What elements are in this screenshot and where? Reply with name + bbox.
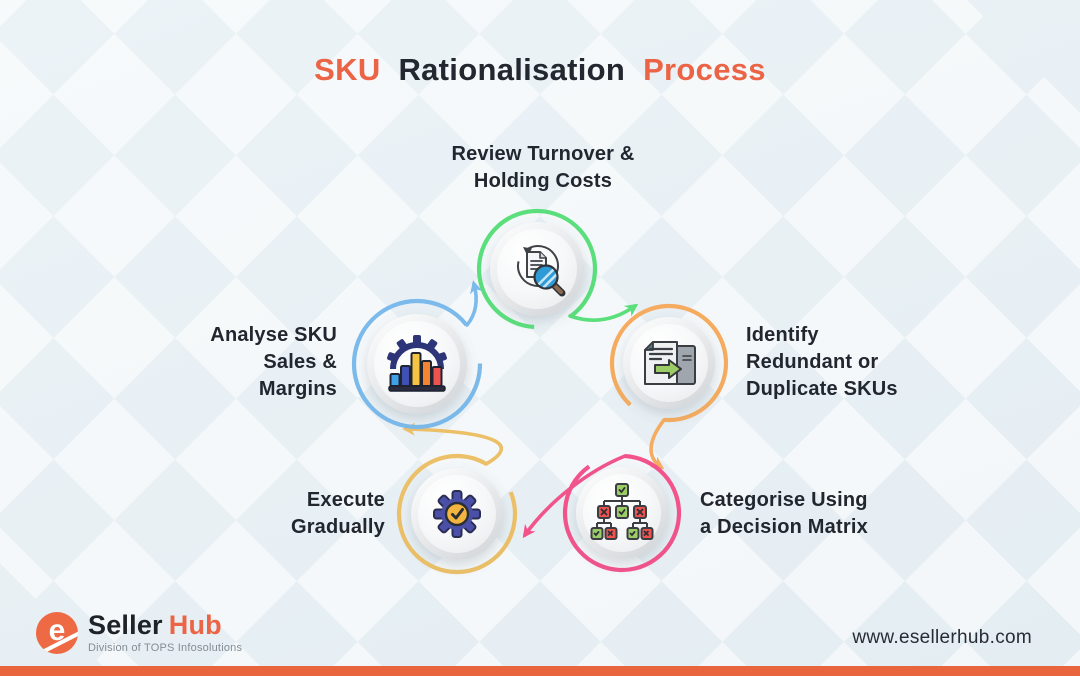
title-accent-sku: SKU	[314, 52, 381, 87]
ring-categorise	[562, 453, 682, 573]
arrow-identify-to-categorise	[649, 418, 666, 470]
brand-tagline: Division of TOPS Infosolutions	[88, 642, 243, 654]
brand-seller: Seller	[88, 610, 163, 640]
step-label-review: Review Turnover & Holding Costs	[451, 143, 635, 192]
bottom-accent-bar	[0, 666, 1080, 676]
gear-checkmark-icon	[433, 490, 481, 538]
arrow-review-to-identify	[568, 303, 639, 322]
sellerhub-e-logo-icon: e	[36, 612, 78, 654]
step-label-analyse: Analyse SKU Sales & Margins	[210, 324, 337, 400]
website-url: www.esellerhub.com	[852, 627, 1032, 648]
title-middle: Rationalisation	[398, 52, 626, 87]
decision-tree-icon	[590, 483, 654, 540]
step-label-execute: Execute Gradually	[290, 489, 385, 538]
arrow-execute-to-analyse	[402, 422, 504, 466]
ring-identify	[609, 303, 729, 423]
duplicate-documents-icon	[644, 341, 696, 385]
step-node-categorise	[562, 453, 682, 573]
ring-execute	[396, 453, 518, 575]
step-label-categorise: Categorise Using a Decision Matrix	[700, 489, 868, 538]
arrow-analyse-to-review	[465, 280, 483, 327]
page-title: SKU Rationalisation Process	[0, 52, 1080, 88]
ring-analyse	[351, 298, 483, 430]
step-node-analyse	[351, 298, 483, 430]
bar-chart-gear-icon	[387, 335, 447, 392]
step-node-identify	[609, 303, 729, 423]
document-refresh-search-icon	[517, 245, 566, 297]
step-label-identify: Identify Redundant or Duplicate SKUs	[746, 324, 898, 400]
brand-hub: Hub	[168, 610, 222, 640]
step-node-execute	[396, 453, 518, 575]
step-node-review	[476, 208, 598, 330]
title-accent-process: Process	[643, 52, 766, 87]
